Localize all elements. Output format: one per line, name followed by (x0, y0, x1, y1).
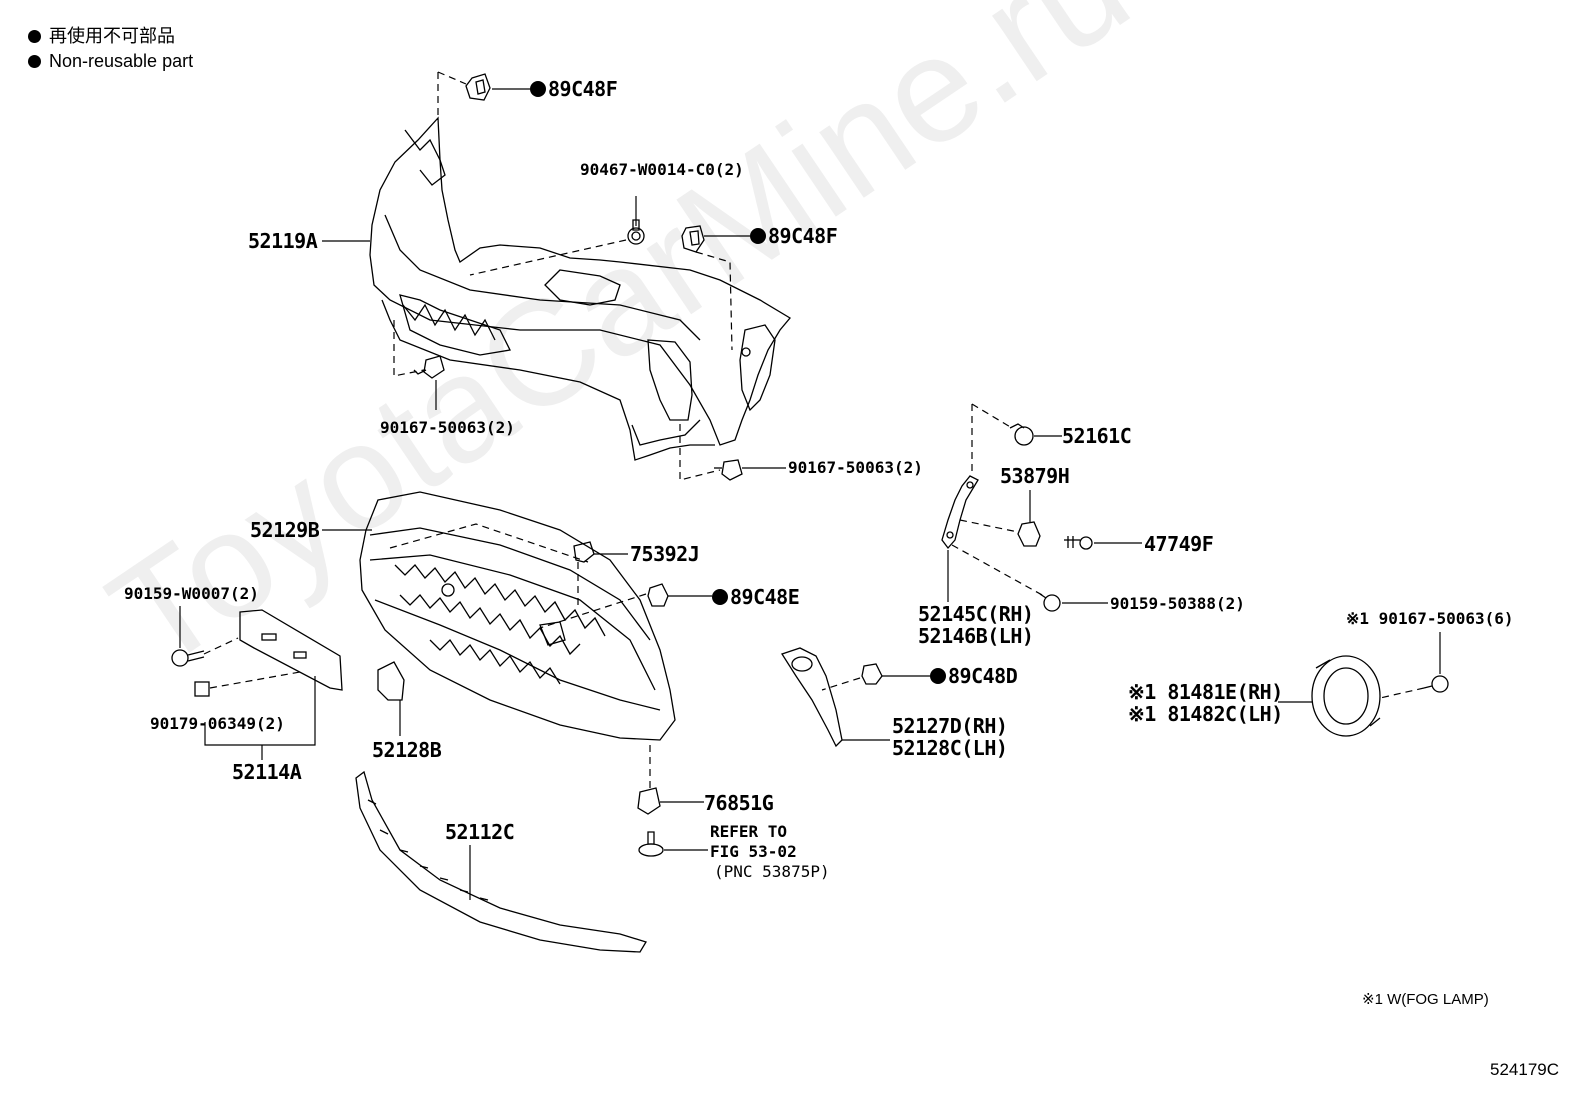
label-90159-W0007[interactable]: 90159-W0007(2) (124, 584, 259, 603)
part-number: 89C48E (730, 585, 800, 609)
dash-4 (695, 251, 733, 351)
nut-90179[interactable] (194, 681, 210, 697)
label-76851G[interactable]: 76851G (704, 791, 774, 815)
label-90159-50388[interactable]: 90159-50388(2) (1110, 594, 1245, 613)
refer-line-3: (PNC 53875P) (714, 862, 830, 881)
bolt-90159-50388[interactable] (1039, 593, 1061, 612)
label-89C48F-mid[interactable]: 89C48F (750, 224, 838, 248)
bolt-90159-W0007[interactable] (171, 649, 205, 667)
label-81481E[interactable]: ※1 81481E(RH) (1128, 680, 1283, 704)
non-reusable-icon (530, 81, 546, 97)
label-81482C[interactable]: ※1 81482C(LH) (1128, 702, 1283, 726)
label-89C48F-top[interactable]: 89C48F (530, 77, 618, 101)
bracket-52145C[interactable] (941, 475, 979, 550)
non-reusable-icon (750, 228, 766, 244)
dash-5 (393, 320, 425, 377)
screw-47749F[interactable] (1064, 536, 1093, 550)
bullet-icon (28, 30, 41, 43)
label-53879H[interactable]: 53879H (1000, 464, 1070, 488)
label-89C48D[interactable]: 89C48D (930, 664, 1018, 688)
dash-6 (679, 424, 721, 481)
dash-9 (959, 519, 1019, 533)
clip-89C48F-top[interactable] (465, 73, 491, 101)
label-52161C[interactable]: 52161C (1062, 424, 1132, 448)
clip-89C48F-mid[interactable] (681, 225, 705, 253)
retainer-76851G[interactable] (637, 787, 661, 815)
label-52112C[interactable]: 52112C (445, 820, 515, 844)
legend-text-en: Non-reusable part (49, 51, 194, 71)
cover-52128B[interactable] (377, 661, 405, 701)
bolt-90167-fog[interactable] (1423, 675, 1449, 693)
non-reusable-icon (712, 589, 728, 605)
legend-row-jp: 再使用不可部品 (28, 24, 193, 49)
label-52119A[interactable]: 52119A (248, 229, 318, 253)
label-52128B[interactable]: 52128B (372, 738, 442, 762)
label-75392J[interactable]: 75392J (630, 542, 700, 566)
bumper-cover-52119A[interactable] (369, 116, 791, 461)
figure-id: 524179C (1490, 1060, 1560, 1079)
refer-line-2: FIG 53-02 (710, 842, 797, 861)
refer-line-1: REFER TO (710, 822, 788, 841)
dash-10 (951, 544, 1045, 597)
dash-15 (209, 671, 301, 689)
dash-14 (203, 637, 239, 655)
dash-16 (821, 677, 861, 691)
non-reusable-icon (930, 668, 946, 684)
leader-52114A (204, 676, 316, 746)
grille-52129B[interactable] (359, 491, 676, 741)
plate-bracket-52114A[interactable] (239, 609, 343, 691)
screw-90467[interactable] (627, 219, 645, 245)
label-90167-fog[interactable]: ※1 90167-50063(6) (1346, 609, 1514, 628)
label-52127D[interactable]: 52127D(RH) (892, 714, 1008, 738)
label-52145C[interactable]: 52145C(RH) (918, 602, 1034, 626)
dash-13 (539, 593, 647, 629)
legend-row-en: Non-reusable part (28, 49, 193, 74)
part-number: 89C48F (548, 77, 618, 101)
footnote: ※1 W(FOG LAMP) (1362, 991, 1489, 1008)
bolt-refer[interactable] (638, 831, 664, 857)
bullet-icon (28, 55, 41, 68)
label-90179[interactable]: 90179-06349(2) (150, 714, 285, 733)
label-90167-right[interactable]: 90167-50063(2) (788, 458, 923, 477)
label-90167-left[interactable]: 90167-50063(2) (380, 418, 515, 437)
spoiler-52112C[interactable] (355, 770, 647, 953)
dash-8 (971, 403, 1013, 429)
label-52128C[interactable]: 52128C(LH) (892, 736, 1008, 760)
label-90467[interactable]: 90467-W0014-C0(2) (580, 160, 744, 179)
dash-17 (1379, 687, 1425, 699)
part-number: 89C48D (948, 664, 1018, 688)
part-number: 89C48F (768, 224, 838, 248)
dash-3 (469, 239, 627, 276)
clip-89C48D[interactable] (861, 663, 883, 685)
label-52114A[interactable]: 52114A (232, 760, 302, 784)
legend: 再使用不可部品 Non-reusable part (28, 24, 193, 74)
bolt-90167-right[interactable] (714, 459, 743, 481)
dash-11 (389, 523, 589, 563)
clip-52161C[interactable] (1009, 423, 1034, 446)
fog-cover-52127D[interactable] (781, 647, 843, 748)
label-52129B[interactable]: 52129B (250, 518, 320, 542)
clip-53879H[interactable] (1017, 521, 1041, 547)
dash-2 (437, 71, 467, 85)
label-89C48E[interactable]: 89C48E (712, 585, 800, 609)
legend-text-jp: 再使用不可部品 (49, 26, 175, 46)
label-52146B[interactable]: 52146B(LH) (918, 624, 1034, 648)
label-47749F[interactable]: 47749F (1144, 532, 1214, 556)
clip-89C48E[interactable] (647, 583, 669, 607)
fog-bracket-81481E[interactable] (1311, 655, 1381, 737)
bolt-90167-left[interactable] (413, 355, 445, 379)
